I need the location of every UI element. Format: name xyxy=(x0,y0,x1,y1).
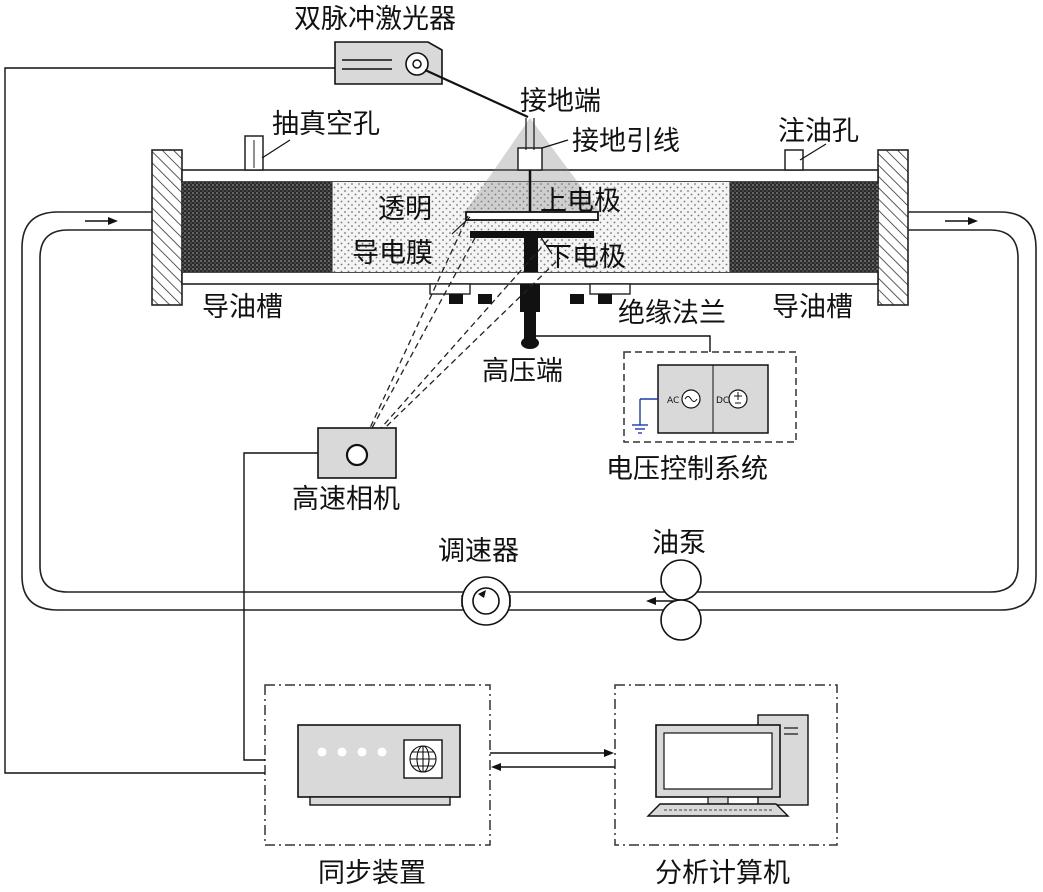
oil-pump xyxy=(660,559,702,641)
label-lower-electrode: 下电极 xyxy=(545,242,626,273)
label-voltage-control: 电压控制系统 xyxy=(606,454,768,485)
label-ground-terminal: 接地端 xyxy=(520,86,601,117)
upper-electrode xyxy=(465,211,599,221)
label-conductive-film: 导电膜 xyxy=(352,238,433,269)
label-speed-regulator: 调速器 xyxy=(438,536,519,567)
label-sync-device: 同步装置 xyxy=(318,858,426,889)
insulating-flange-right xyxy=(589,283,631,295)
sync-device-base xyxy=(309,796,451,806)
label-analysis-computer: 分析计算机 xyxy=(655,858,790,889)
hv-bushing xyxy=(520,284,540,312)
label-insulating-flange: 绝缘法兰 xyxy=(618,298,726,329)
indicator-light xyxy=(357,747,367,757)
hv-rod xyxy=(524,312,536,340)
label-high-speed-camera: 高速相机 xyxy=(292,484,400,515)
camera-trigger-wire xyxy=(243,452,318,761)
laser-trigger-wire xyxy=(4,67,335,774)
bolt xyxy=(598,294,612,304)
indicator-light xyxy=(337,747,347,757)
flow-arrow-left-inlet xyxy=(85,217,118,225)
flow-arrow-right-outlet xyxy=(945,217,978,225)
oil-channel-packing-left xyxy=(182,182,332,272)
camera-sight-lines xyxy=(357,215,561,455)
label-oil-channel-left: 导油槽 xyxy=(202,292,283,323)
ground-symbol xyxy=(632,398,658,434)
label-ground-lead: 接地引线 xyxy=(572,126,680,157)
oil-channel-packing-right xyxy=(730,182,878,272)
data-link-arrows xyxy=(490,749,615,771)
double-pulse-laser xyxy=(334,41,529,119)
label-upper-electrode: 上电极 xyxy=(540,186,621,217)
computer-icon xyxy=(646,714,809,817)
bottom-wall xyxy=(181,271,879,285)
dc-label: DC xyxy=(716,396,729,406)
ground-terminal-block xyxy=(517,147,543,171)
label-oil-channel-right: 导油槽 xyxy=(772,292,853,323)
lower-electrode xyxy=(470,231,594,238)
label-oil-pump: 油泵 xyxy=(652,528,706,559)
ac-label: AC xyxy=(667,396,679,406)
hv-lead-wire xyxy=(535,335,711,352)
indicator-light xyxy=(317,747,327,757)
lower-electrode-stem xyxy=(524,238,538,272)
speed-regulator xyxy=(461,576,511,626)
bolt xyxy=(478,294,492,304)
label-vacuum-hole: 抽真空孔 xyxy=(272,109,380,140)
label-high-voltage-terminal: 高压端 xyxy=(482,356,563,387)
label-laser: 双脉冲激光器 xyxy=(294,4,456,35)
bolt xyxy=(449,294,463,304)
indicator-light xyxy=(377,747,387,757)
globe-icon xyxy=(409,745,437,773)
left-flange-plate xyxy=(151,149,183,306)
hv-terminal-knob xyxy=(521,337,539,349)
label-transparent: 透明 xyxy=(378,194,432,225)
bolt xyxy=(570,294,584,304)
leader-lines xyxy=(261,139,827,255)
right-flange-plate xyxy=(877,149,909,306)
camera-lens xyxy=(345,443,369,467)
label-oil-inlet: 注油孔 xyxy=(778,116,859,147)
oil-circulation-pipe xyxy=(21,211,1037,611)
oil-inlet-pipe xyxy=(784,149,804,171)
